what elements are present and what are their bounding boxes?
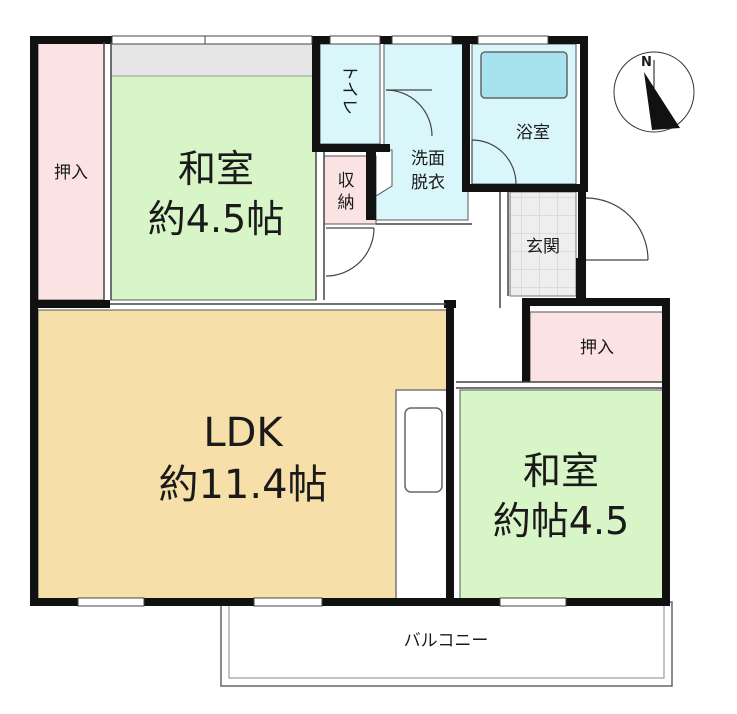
senmen-label-1: 洗面 [411, 149, 445, 169]
door-swings [325, 89, 649, 277]
balcony-label: バルコニー [404, 631, 489, 651]
sink [404, 407, 443, 493]
senmen-area [375, 43, 469, 221]
washitsu-top-size: 約4.5帖 [148, 197, 284, 241]
compass-north-label: N [641, 55, 652, 70]
washitsu-right-name: 和室 [523, 449, 599, 493]
partitions [103, 42, 662, 389]
washitsu-right-size: 約帖4.5 [493, 499, 629, 543]
washitsu-right-area [459, 389, 665, 601]
ldk-name: LDK [203, 410, 284, 456]
shuno-label-2: 納 [338, 193, 355, 213]
genkan-label: 玄関 [526, 237, 560, 257]
senmen-label-2: 脱衣 [411, 173, 445, 193]
washitsu-top-strip [110, 43, 317, 77]
ldk-size: 約11.4帖 [158, 462, 327, 508]
toilet-label: トイレ [339, 64, 359, 115]
genkan-area [509, 191, 577, 297]
oshiire-right-label: 押入 [580, 338, 614, 358]
bathtub [480, 51, 568, 99]
compass: N [613, 51, 695, 133]
shuno-label-1: 収 [338, 171, 355, 191]
yokushitsu-label: 浴室 [516, 123, 550, 143]
washitsu-top-name: 和室 [178, 147, 254, 191]
ldk-area [37, 309, 451, 601]
oshiire-left-label: 押入 [54, 163, 88, 183]
oshiire-left-area [37, 41, 105, 301]
washitsu-top-area [110, 75, 317, 301]
walls [30, 36, 670, 606]
windows [77, 35, 567, 607]
